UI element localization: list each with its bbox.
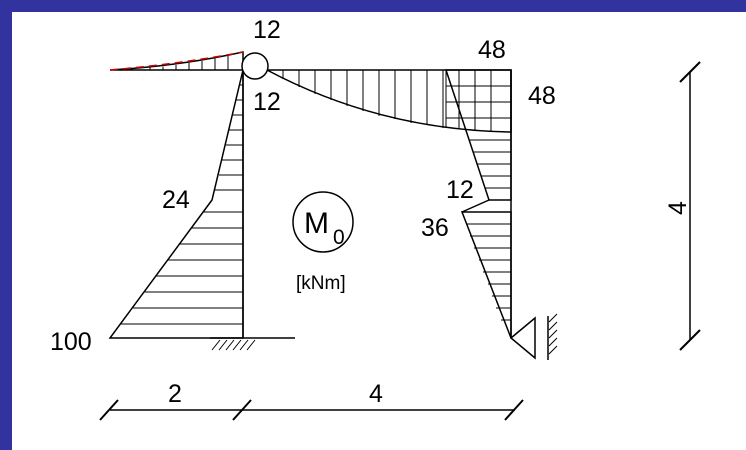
label-span-right: 4 [369,380,383,408]
left-column-hatch [121,84,243,325]
label-top-right: 48 [478,36,506,64]
beam-hatch [282,70,511,131]
cantilever-dashed-curve [109,51,244,71]
label-hinge-right: 12 [253,88,281,116]
label-right-mid-b: 36 [421,214,449,242]
moment-diagram: 12 12 48 48 24 100 12 36 2 4 4 M 0 [kNm] [50,16,701,421]
pin-support [509,316,536,360]
moment-symbol: M [304,207,329,240]
moment-subscript: 0 [333,226,345,249]
canvas-frame: 12 12 48 48 24 100 12 36 2 4 4 M 0 [kNm] [12,12,746,450]
label-left-base: 100 [50,328,92,356]
cantilever-hatch [149,55,229,70]
right-column-lower-region [460,211,512,339]
label-height: 4 [664,201,692,215]
label-right-mid-a: 12 [446,176,474,204]
moment-symbol-circle [292,191,354,253]
label-right-side: 48 [528,82,556,110]
right-column-hatch [466,139,511,321]
label-hinge-top: 12 [253,16,281,44]
units-label: [kNm] [296,273,346,294]
beam-moment-region [266,69,512,133]
label-left-mid: 24 [162,186,190,214]
fixed-support-hatch [211,339,256,351]
hinge-circle [241,52,269,80]
label-span-left: 2 [168,380,182,408]
pin-support-hatch [548,313,558,355]
